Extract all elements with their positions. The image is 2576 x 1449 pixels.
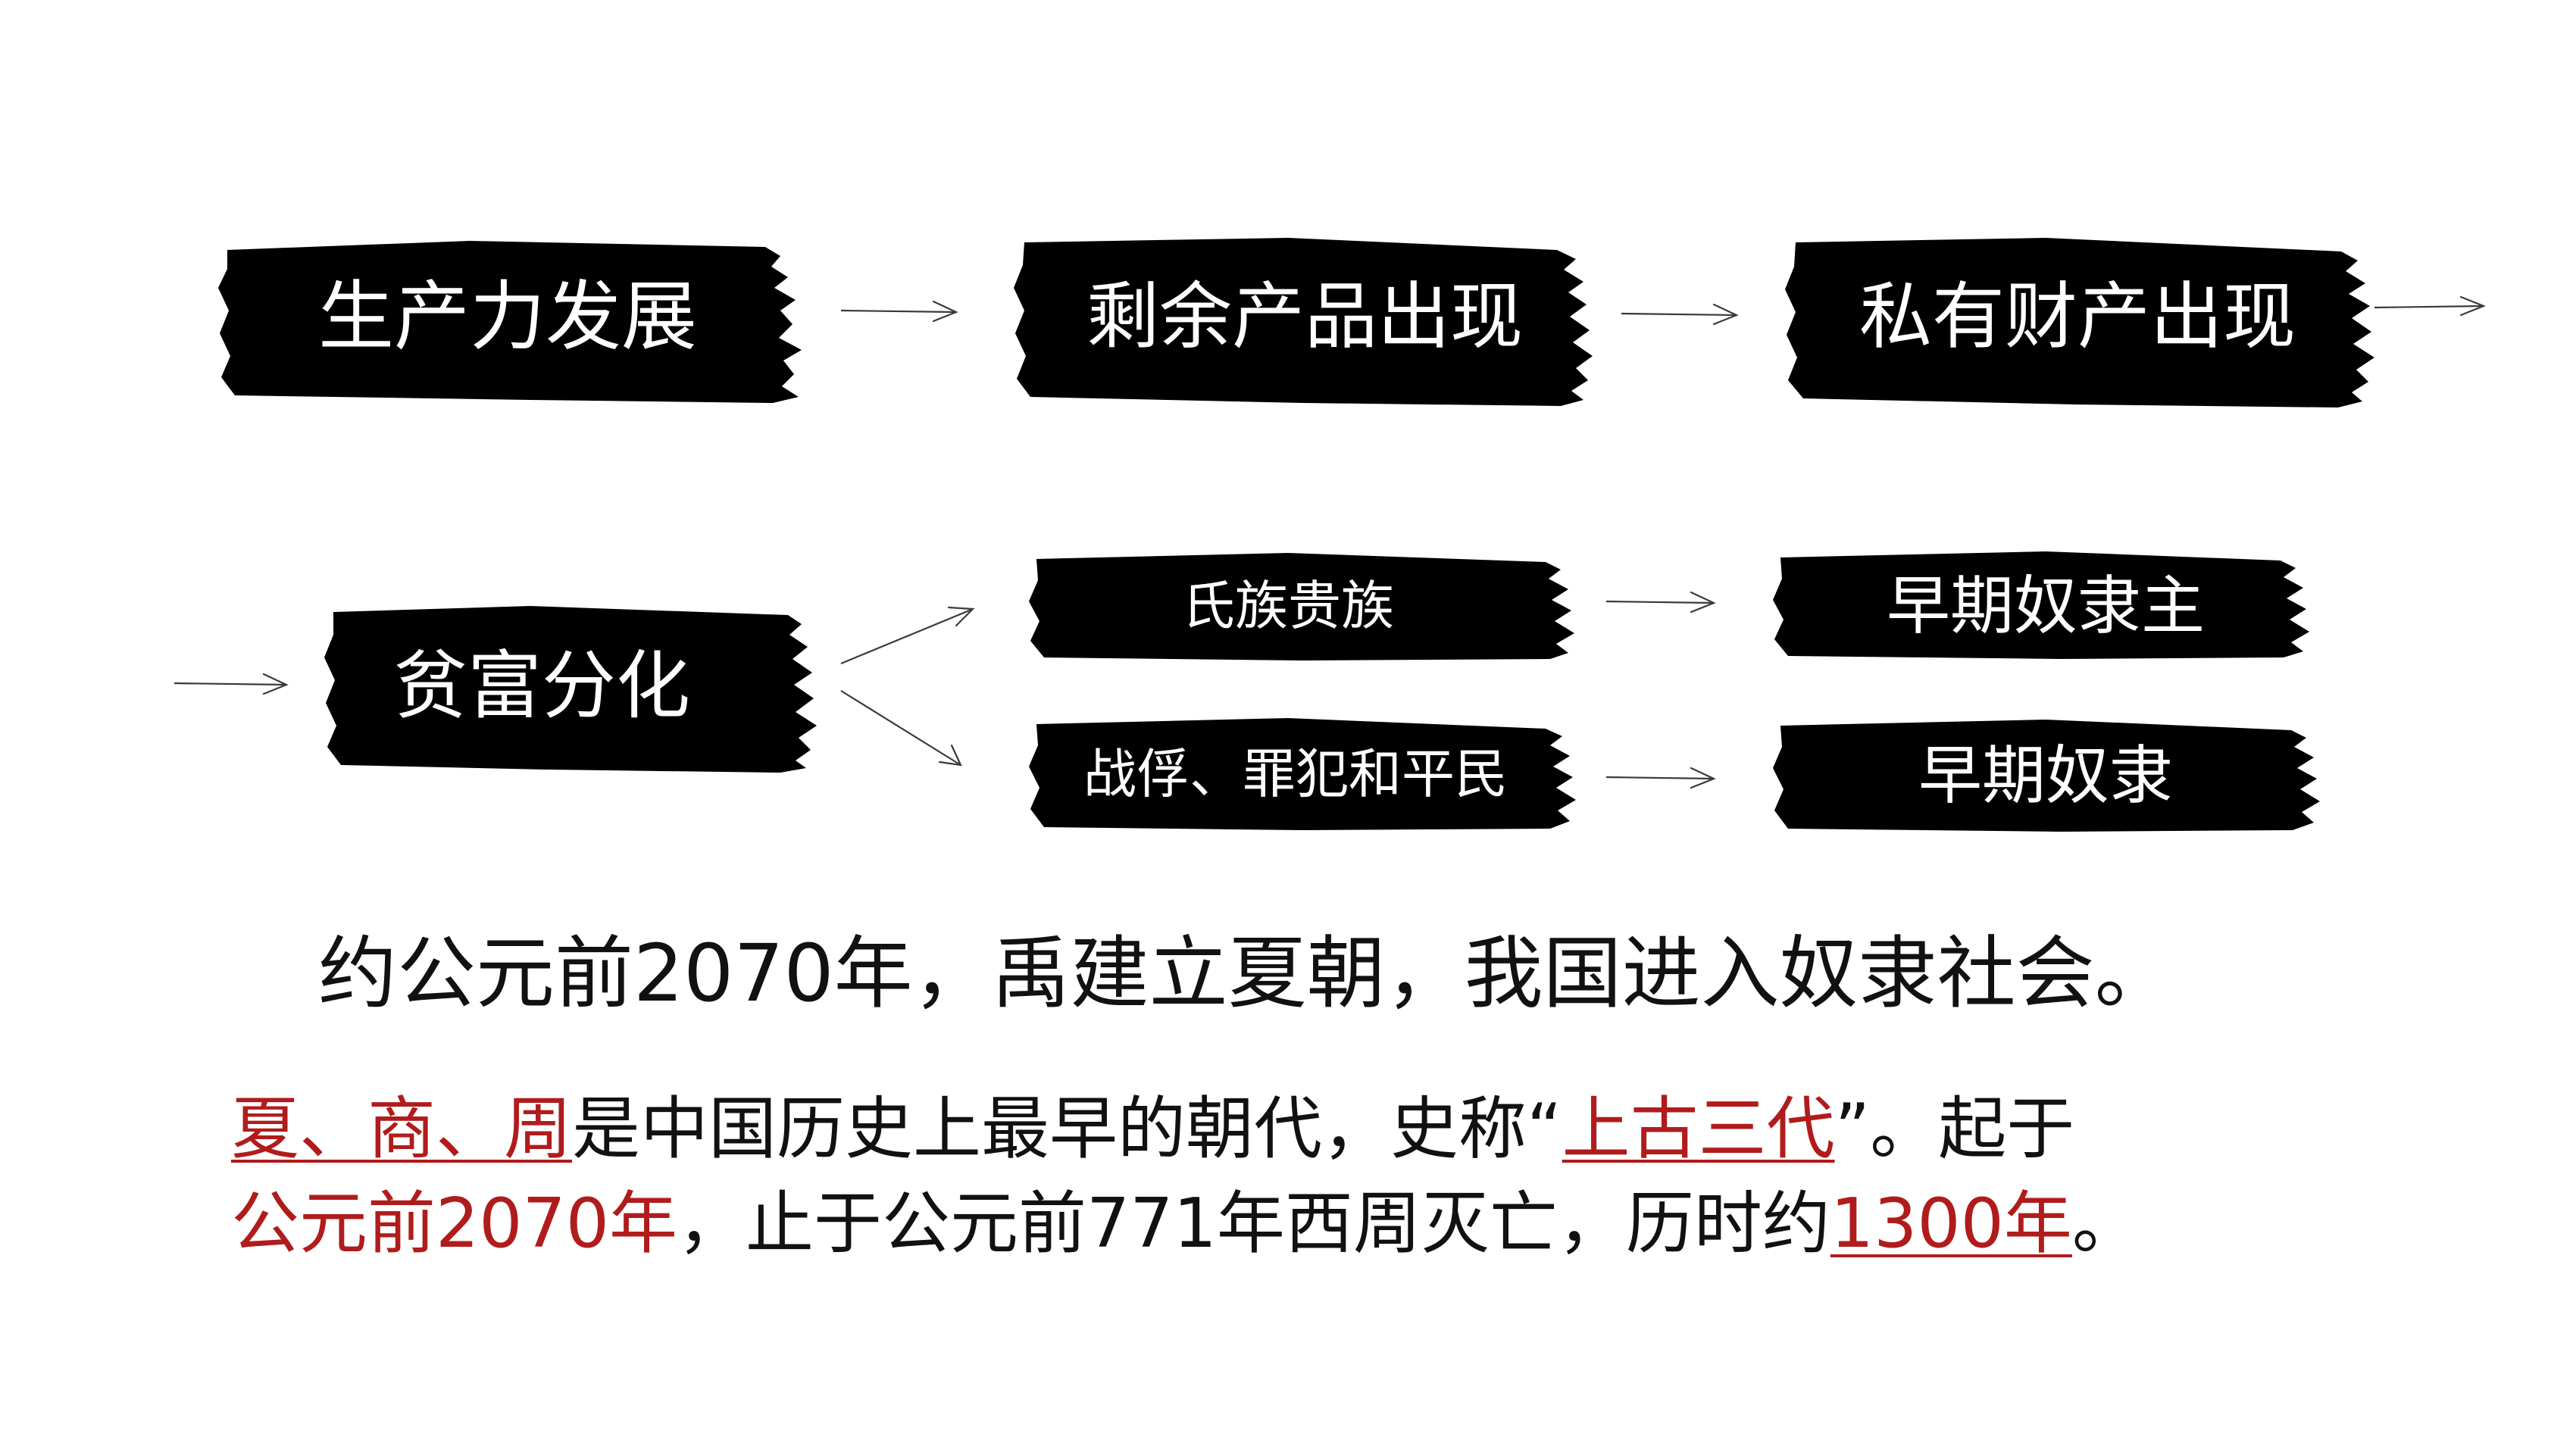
arrow-wealth-gap-to-clan-nobles <box>840 606 975 665</box>
box-slave-owners-label: 早期奴隶主 <box>1887 569 2205 643</box>
caption-xia-dynasty: 约公元前2070年，禹建立夏朝，我国进入奴隶社会。 <box>318 927 2174 1020</box>
box-surplus: 剩余产品出现 <box>1014 238 1593 406</box>
brush-stroke-shape <box>324 606 817 773</box>
paragraph-three-dynasties: 夏、商、周是中国历史上最早的朝代，史称“上古三代”。起于 公元前2070年，止于… <box>231 1082 2428 1271</box>
paragraph-text: 。 <box>2071 1184 2140 1263</box>
brush-stroke-shape <box>1014 238 1593 406</box>
box-slaves: 早期奴隶 <box>1773 720 2320 832</box>
brush-stroke-shape <box>1773 720 2320 832</box>
paragraph-text: ，止于公元前771年西周灭亡，历时约 <box>677 1184 1830 1263</box>
highlight-dynasties: 夏、商、周 <box>231 1089 572 1169</box>
arrow-surplus-to-private-property <box>1621 303 1739 326</box>
arrow-productivity-to-surplus <box>840 300 958 323</box>
brush-stroke-shape <box>1785 238 2374 408</box>
box-wealth-gap-label: 贫富分化 <box>393 643 690 729</box>
box-private-property-label: 私有财产出现 <box>1859 274 2296 359</box>
box-private-property: 私有财产出现 <box>1785 238 2374 408</box>
highlight-ancient-three-dynasties: 上古三代 <box>1562 1089 1835 1169</box>
box-productivity: 生产力发展 <box>218 241 802 403</box>
box-productivity-label: 生产力发展 <box>318 273 697 361</box>
brush-stroke-shape <box>1029 553 1574 660</box>
arrow-private-property-continues <box>2374 295 2486 317</box>
arrow-wealth-gap-to-captives <box>840 690 962 767</box>
box-slave-owners: 早期奴隶主 <box>1773 551 2309 659</box>
box-clan-nobles: 氏族贵族 <box>1029 553 1574 660</box>
box-captives-label: 战俘、罪犯和平民 <box>1083 743 1508 805</box>
brush-stroke-shape <box>1029 718 1576 830</box>
brush-stroke-shape <box>1773 551 2309 659</box>
box-wealth-gap: 贫富分化 <box>324 606 817 773</box>
highlight-start-year: 公元前2070年 <box>231 1184 678 1263</box>
arrow-captives-to-slaves <box>1605 767 1716 789</box>
paragraph-line-1: 夏、商、周是中国历史上最早的朝代，史称“上古三代”。起于 <box>231 1082 2428 1176</box>
arrow-into-wealth-gap <box>174 673 289 695</box>
box-surplus-label: 剩余产品出现 <box>1086 274 1523 359</box>
box-slaves-label: 早期奴隶 <box>1918 739 2173 813</box>
paragraph-text: 是中国历史上最早的朝代，史称“ <box>572 1089 1562 1169</box>
paragraph-text: ”。起于 <box>1834 1089 2075 1169</box>
brush-stroke-shape <box>218 241 802 403</box>
box-clan-nobles-label: 氏族贵族 <box>1182 575 1394 637</box>
paragraph-line-2: 公元前2070年，止于公元前771年西周灭亡，历时约1300年。 <box>231 1176 2428 1271</box>
arrow-clan-nobles-to-slave-owners <box>1605 591 1716 614</box>
box-captives: 战俘、罪犯和平民 <box>1029 718 1576 830</box>
highlight-duration: 1300年 <box>1830 1184 2072 1263</box>
